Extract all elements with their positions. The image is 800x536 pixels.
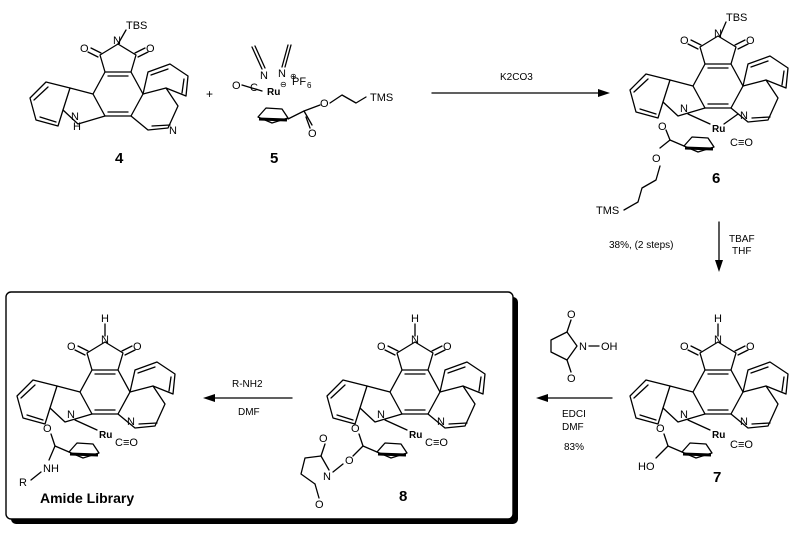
- svg-text:O: O: [351, 423, 360, 435]
- svg-text:C: C: [250, 82, 258, 94]
- svg-text:N: N: [323, 471, 331, 483]
- step4-arrow: R-NH2 DMF: [203, 379, 293, 418]
- svg-text:N: N: [579, 341, 587, 353]
- svg-text:N: N: [740, 416, 748, 428]
- compound-number-5: 5: [270, 150, 278, 167]
- svg-text:O: O: [652, 153, 661, 165]
- n-label: N: [113, 35, 121, 47]
- tms-label: TMS: [596, 205, 619, 217]
- compound-number-6: 6: [712, 170, 720, 187]
- step2-yield: 38%, (2 steps): [609, 240, 673, 251]
- amide-product: N H O O N N Ru C≡O O NH R: [16, 313, 176, 489]
- step2-arrow: 38%, (2 steps) TBAF THF: [609, 221, 755, 272]
- svg-text:O: O: [67, 341, 76, 353]
- step3-reagent-dmf: DMF: [562, 422, 584, 433]
- n-label: N: [169, 125, 177, 137]
- nhs-reagent: O O N OH: [550, 309, 618, 385]
- svg-text:O: O: [746, 35, 755, 47]
- r-label: R: [19, 477, 27, 489]
- step3-reagent-edci: EDCI: [562, 409, 586, 420]
- step4-reagent-dmf: DMF: [238, 407, 260, 418]
- pf6-label: PF: [292, 76, 306, 88]
- ho-label: HO: [638, 461, 655, 473]
- tbs-label: TBS: [726, 12, 747, 24]
- o-label: O: [320, 98, 329, 110]
- svg-text:N: N: [680, 409, 688, 421]
- svg-text:N: N: [714, 28, 722, 40]
- svg-text:N: N: [377, 409, 385, 421]
- compound-number-8: 8: [399, 488, 407, 505]
- nh-label: H: [73, 121, 81, 133]
- svg-text:N: N: [101, 334, 109, 346]
- svg-text:Ru: Ru: [409, 430, 422, 441]
- co-ligand: C≡O: [730, 137, 753, 149]
- svg-text:N: N: [680, 103, 688, 115]
- svg-text:C≡O: C≡O: [115, 437, 138, 449]
- o-label: O: [146, 43, 155, 55]
- svg-text:6: 6: [307, 81, 312, 90]
- svg-text:Ru: Ru: [99, 430, 112, 441]
- svg-text:N: N: [67, 409, 75, 421]
- step1-reagent: K2CO3: [500, 72, 533, 83]
- svg-text:O: O: [443, 341, 452, 353]
- step2-reagent-tbaf: TBAF: [729, 234, 755, 245]
- svg-text:O: O: [377, 341, 386, 353]
- tbs-label: TBS: [126, 20, 147, 32]
- tms-label: TMS: [370, 92, 393, 104]
- svg-text:N: N: [714, 334, 722, 346]
- svg-text:H: H: [714, 313, 722, 325]
- amide-library-title: Amide Library: [40, 490, 134, 506]
- compound-8: N H O O N N Ru C≡O O O N O O: [300, 313, 486, 511]
- svg-text:N: N: [411, 334, 419, 346]
- step4-reagent-amine: R-NH2: [232, 379, 263, 390]
- svg-text:O: O: [746, 341, 755, 353]
- svg-text:C≡O: C≡O: [730, 439, 753, 451]
- n-label: N: [260, 70, 268, 82]
- step2-reagent-thf: THF: [732, 246, 751, 257]
- svg-text:O: O: [567, 373, 576, 385]
- o-label: O: [308, 128, 317, 140]
- svg-text:Ru: Ru: [712, 430, 725, 441]
- n-label: N: [71, 111, 79, 123]
- svg-text:N: N: [127, 416, 135, 428]
- step3-arrow: EDCI DMF 83%: [536, 394, 613, 453]
- nh-label: NH: [43, 463, 59, 475]
- svg-text:⊖: ⊖: [280, 80, 287, 89]
- svg-text:O: O: [133, 341, 142, 353]
- svg-text:O: O: [43, 423, 52, 435]
- svg-text:O: O: [567, 309, 576, 321]
- compound-number-4: 4: [115, 150, 124, 167]
- o-label: O: [80, 43, 89, 55]
- svg-text:O: O: [319, 433, 328, 445]
- compound-6: N TBS O O N N Ru C≡O O O TMS: [596, 12, 789, 217]
- svg-text:O: O: [680, 35, 689, 47]
- svg-text:⊕: ⊕: [290, 72, 297, 81]
- step1-arrow: K2CO3: [431, 72, 610, 97]
- plus-sign: +: [206, 87, 213, 101]
- svg-text:C≡O: C≡O: [425, 437, 448, 449]
- svg-text:H: H: [411, 313, 419, 325]
- carbonyl-label: O: [232, 80, 241, 92]
- ru-label: Ru: [267, 87, 280, 98]
- oh-label: OH: [601, 341, 618, 353]
- svg-text:H: H: [101, 313, 109, 325]
- compound-7: N H O O N N Ru C≡O O HO: [629, 313, 789, 473]
- compound-4: N TBS O O H N N: [29, 20, 189, 137]
- svg-text:O: O: [315, 499, 324, 511]
- svg-text:O: O: [680, 341, 689, 353]
- compound-5: Ru N N O C PF 6 ⊕ ⊖ O O TMS: [232, 44, 393, 140]
- ru-label: Ru: [712, 124, 725, 135]
- svg-text:O: O: [656, 423, 665, 435]
- svg-text:O: O: [345, 455, 354, 467]
- step3-yield: 83%: [564, 442, 584, 453]
- n-label: N: [278, 68, 286, 80]
- compound-number-7: 7: [713, 469, 721, 486]
- svg-text:N: N: [437, 416, 445, 428]
- svg-text:N: N: [740, 110, 748, 122]
- svg-text:O: O: [658, 121, 667, 133]
